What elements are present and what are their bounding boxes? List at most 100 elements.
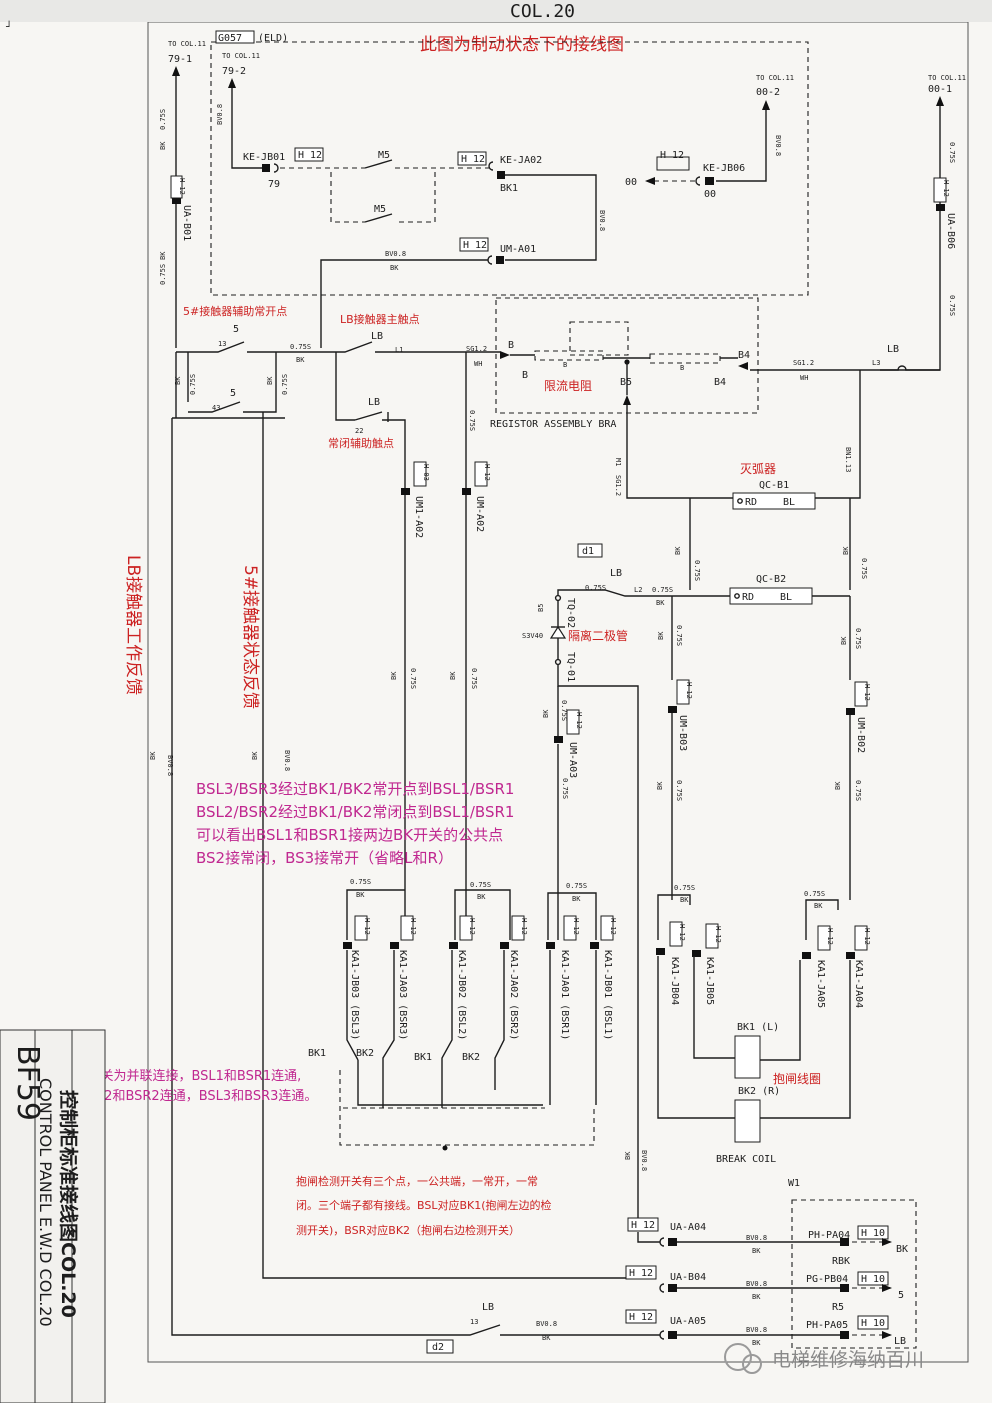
h12-label: H 12 — [714, 926, 722, 943]
wire-label: 0.75S — [561, 778, 569, 799]
node-79-2: 79-2 — [222, 66, 246, 77]
r5-label: R5 — [832, 1302, 844, 1313]
ka1-jb04-label: KA1-JB04 — [669, 957, 680, 1005]
pin-block — [172, 198, 181, 204]
ua-a05-row: LB 13 BV0.8 BK H 12 UA-A05 BV0.8 BK PH-P… — [470, 1302, 906, 1347]
wire-label: SG1.2 — [793, 359, 814, 367]
wire-label: 0.75S — [409, 668, 417, 689]
wire-label: M1 — [614, 458, 622, 466]
wire-label: SG1.2 — [614, 475, 622, 496]
bsl-note-line-1: BSL3/BSR3经过BK1/BK2常开点到BSL1/BSR1 — [196, 780, 514, 798]
wire-label: 0.75S — [675, 625, 683, 646]
wire-label: BV0.8 — [536, 1320, 557, 1328]
output-5: 5 — [898, 1290, 904, 1301]
detect-switch-note-line-2: 闭。三个端子都有接线。BSL对应BK1(抱闸左边的检 — [296, 1198, 552, 1212]
h12-connector-box — [676, 679, 690, 705]
h12-label-ke-jb06: H 12 — [660, 150, 684, 161]
wire-label: BK — [656, 781, 664, 790]
wire — [760, 960, 801, 1061]
h10-connector-box — [857, 1271, 889, 1286]
h12-connector-box — [457, 151, 487, 166]
ka1-jb03-connector: H 12 KA1-JB03 (BSL3) — [343, 915, 371, 1040]
h12-connector-box — [474, 461, 488, 487]
title-block-dividers — [34, 1030, 73, 1403]
ph-pa05-label: PH-PA05 — [806, 1320, 848, 1331]
pin-block — [497, 171, 505, 179]
pin-block — [840, 1284, 849, 1292]
bk2-r-label: BK2 (R) — [738, 1086, 780, 1097]
h12-label: H 12 — [575, 712, 583, 729]
pin-block — [668, 706, 677, 713]
terminal-22: 22 — [355, 427, 363, 435]
wire-label: B5 — [537, 604, 545, 612]
diode-icon — [549, 625, 567, 639]
h12-connector-box — [705, 923, 719, 949]
wire-label: 0.75S — [675, 780, 683, 801]
ka1-ja02-label: KA1-JA02 (BSR2) — [508, 950, 519, 1040]
to-col11-label-right: TO COL.11 — [928, 74, 966, 82]
wire-label: 0.75S — [566, 882, 587, 890]
h12-label: H 12 — [685, 682, 693, 699]
wire-label: BK — [624, 1151, 632, 1160]
ph-pa04-label: PH-PA04 — [808, 1230, 850, 1241]
bsl-note-line-3: 可以看出BSL1和BSR1接两边BK开关的公共点 — [196, 826, 503, 844]
h12-label: H 12 — [468, 918, 476, 935]
h03-label: H 03 — [422, 464, 430, 481]
qc-b2-rd: RD — [742, 592, 754, 603]
m5-label-bottom: M5 — [374, 204, 386, 215]
ka1-ja01-connector: H 12 KA1-JA01 (BSR1) — [546, 915, 580, 1040]
wire — [382, 1090, 443, 1108]
wechat-icon-inner — [742, 1354, 762, 1374]
wire — [760, 960, 851, 1119]
lb-feedback-annotation: LB接触器工作反馈 — [123, 555, 143, 695]
pg-pb04-label: PG-PB04 — [806, 1274, 848, 1285]
wire-label: BK — [251, 751, 259, 760]
pin-block — [840, 1238, 849, 1246]
tq01-label: TQ-01 — [565, 652, 576, 682]
wire-label: BV0.8 — [598, 210, 606, 231]
bk1-label-top: BK1 — [500, 183, 518, 194]
wire-label: 0.75S — [585, 584, 606, 592]
wire-label: 0.75S — [468, 410, 476, 431]
wire-label: 0.75S — [948, 142, 956, 163]
bk1-switch-label-mid: BK1 — [414, 1052, 432, 1063]
g057-label: G057 — [218, 33, 242, 44]
qc-b2-label: QC-B2 — [756, 574, 786, 585]
arrow-right-icon — [882, 1331, 892, 1339]
pin-block — [590, 942, 599, 949]
l3-label: L3 — [872, 359, 880, 367]
h12-connector-box — [817, 925, 831, 951]
output-lb: LB — [894, 1336, 906, 1347]
to-col11-label: TO COL.11 — [222, 52, 260, 60]
ka1-ja03-label: KA1-JA03 (BSR3) — [397, 950, 408, 1040]
ke-ja02-label: KE-JA02 — [500, 155, 542, 166]
ka1-jb01-label: KA1-JB01 (BSL1) — [602, 950, 613, 1040]
wire-label: BK — [356, 891, 365, 899]
wire-label: 0.75S — [281, 374, 289, 395]
ua-a04-label: UA-A04 — [670, 1222, 706, 1233]
ka1-jb01-connector: H 12 KA1-JB01 (BSL1) — [590, 915, 617, 1040]
page-header-title: COL.20 — [510, 1, 575, 22]
socket-icon — [487, 255, 493, 265]
wire-label: BK — [174, 376, 182, 385]
wire — [505, 256, 597, 261]
title-block-zh: 控制柜标准接线图COL.20 — [57, 1090, 80, 1318]
ka1-jb05-connector: H 12 KA1-JB05 — [692, 923, 722, 1005]
wire-label: BK — [834, 781, 842, 790]
wire-label: 0.75S — [159, 264, 167, 285]
dashed-link — [398, 172, 436, 223]
wire-label: 0.75S — [560, 700, 568, 721]
terminal-13-bottom: 13 — [470, 1318, 478, 1326]
d1-label: d1 — [582, 546, 594, 557]
bk1-switch-label: BK1 — [308, 1048, 326, 1059]
h12-label: H 12 — [629, 1312, 653, 1323]
wire-lb-feedback — [171, 418, 501, 1336]
wire — [335, 352, 355, 421]
wire-label: 0.75S — [470, 881, 491, 889]
wire-label: 0.75S — [693, 560, 701, 581]
wire-label: BV0.8 — [216, 104, 224, 125]
corner-mark: ┘ — [6, 20, 12, 33]
h12-connector-box — [625, 1265, 657, 1280]
bk2-switch-label-mid: BK2 — [462, 1052, 480, 1063]
